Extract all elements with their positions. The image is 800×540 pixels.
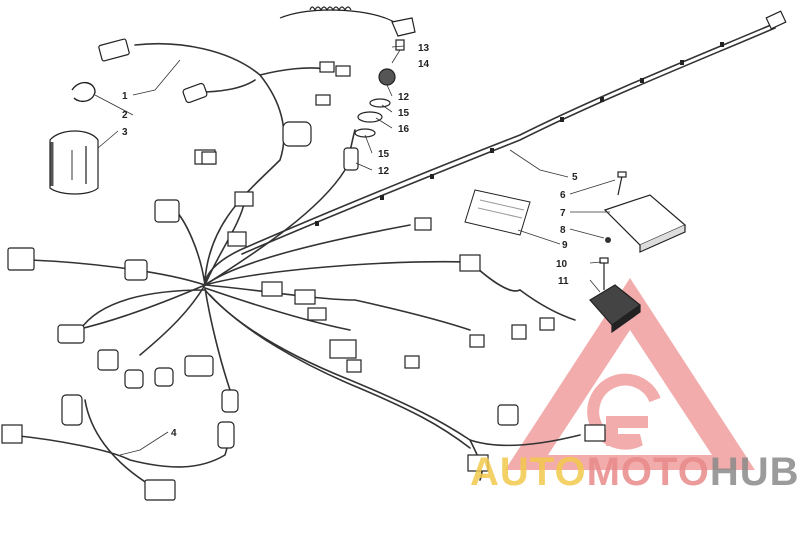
part-2-ring: [71, 82, 96, 103]
connector-4a: [61, 394, 83, 426]
connector-f: [154, 367, 174, 387]
callout-15-upper: 15: [398, 108, 410, 119]
connector-g: [184, 355, 214, 377]
connector-z: [1, 424, 23, 444]
connector-upper-3: [319, 61, 335, 73]
part-7-module: [603, 194, 687, 253]
callout-16: 16: [398, 124, 410, 135]
connector-w: [511, 324, 527, 340]
connector-v: [467, 454, 489, 472]
connector-o: [294, 289, 316, 305]
connector-upper-5: [315, 94, 331, 106]
callout-7: 7: [560, 208, 566, 219]
callout-4: 4: [171, 428, 177, 439]
connector-i: [234, 191, 254, 207]
connector-h: [221, 389, 239, 413]
part-8-nut: [605, 237, 611, 243]
connector-upper-4: [335, 65, 351, 77]
watermark-moto: MOTO: [587, 450, 710, 494]
connector-left-long: [7, 247, 35, 271]
connector-u: [584, 424, 606, 442]
connector-c: [57, 324, 85, 344]
part-13-spring: [279, 6, 416, 37]
connectors: [1, 10, 787, 501]
callout-6: 6: [560, 190, 566, 201]
part-6-screw: [617, 171, 627, 196]
leader-lines: [94, 45, 616, 456]
connector-a: [154, 199, 180, 223]
part-11-relay: [589, 284, 641, 334]
part-10-bolt: [599, 257, 609, 290]
connector-sensor: [282, 121, 312, 147]
callout-3: 3: [122, 127, 128, 138]
connector-main-end: [765, 10, 787, 30]
watermark-auto: AUTO: [470, 450, 587, 494]
connector-l: [459, 254, 481, 272]
part-3-sleeve: [49, 130, 99, 195]
harness-clips: [315, 42, 724, 226]
connector-mid: [201, 151, 217, 165]
callout-11: 11: [558, 276, 569, 287]
connector-d: [97, 349, 119, 371]
callout-12-upper: 12: [398, 92, 410, 103]
callout-2: 2: [122, 110, 128, 121]
part-9-label: [464, 189, 531, 236]
connector-t: [497, 404, 519, 426]
watermark-text: AUTOMOTOHUB: [470, 450, 800, 494]
callout-8: 8: [560, 225, 566, 236]
connector-s: [404, 355, 420, 369]
logo-inner-cut: [548, 330, 712, 455]
connector-e: [124, 369, 144, 389]
callout-labels: 1 2 3 4 5 6 7 8 9 10 11 12 12 13 14 15 1…: [122, 43, 578, 439]
connector-y: [539, 317, 555, 331]
connector-q: [329, 339, 357, 359]
logo-g-swirl: [587, 373, 661, 450]
connector-1: [98, 38, 130, 62]
connector-x: [469, 334, 485, 348]
callout-13: 13: [418, 43, 430, 54]
connector-p: [307, 307, 327, 321]
connector-m: [414, 217, 432, 231]
connector-n: [261, 281, 283, 297]
callout-9: 9: [562, 240, 568, 251]
connector-b: [124, 259, 148, 281]
watermark-logo: [505, 278, 755, 470]
callout-15-lower: 15: [378, 149, 390, 160]
callout-1: 1: [122, 91, 128, 102]
watermark-hub: HUB: [710, 450, 800, 494]
callout-14: 14: [418, 59, 430, 70]
connector-4c: [217, 421, 235, 449]
connector-j: [227, 231, 247, 247]
callout-12-lower: 12: [378, 166, 390, 177]
connector-r: [346, 359, 362, 373]
part-stack: [354, 39, 405, 138]
connector-4b: [144, 479, 176, 501]
connector-upper-2: [182, 82, 208, 104]
callout-5: 5: [572, 172, 578, 183]
callout-10: 10: [556, 259, 568, 270]
connector-12: [343, 147, 359, 171]
main-harness: [9, 21, 779, 486]
